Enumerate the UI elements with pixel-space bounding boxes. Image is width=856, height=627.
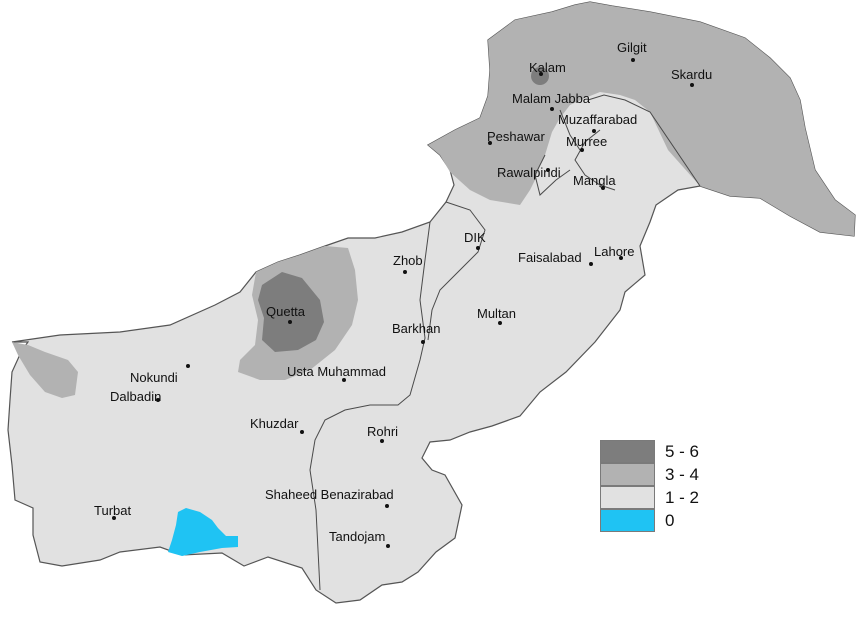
province-borders xyxy=(309,94,701,591)
city-label-nokundi: Nokundi xyxy=(130,370,178,385)
city-label-rawalpindi: Rawalpindi xyxy=(497,165,561,180)
city-marker-lahore xyxy=(619,256,623,260)
city-label-mangla: Mangla xyxy=(573,173,616,188)
city-marker-muzaffarabad xyxy=(592,129,596,133)
legend-label-0: 0 xyxy=(665,510,675,530)
city-label-barkhan: Barkhan xyxy=(392,321,440,336)
city-marker-tandojam xyxy=(386,544,390,548)
legend-row-1-2: 1 - 2 xyxy=(600,486,699,509)
city-label-skardu: Skardu xyxy=(671,67,712,82)
city-marker-rawalpindi xyxy=(546,168,550,172)
region-class-5-6-kalam xyxy=(531,67,549,85)
city-label-turbat: Turbat xyxy=(94,503,131,518)
city-marker-usta-muhammad xyxy=(342,378,346,382)
city-marker-mangla xyxy=(601,186,605,190)
city-label-dik: DIK xyxy=(464,230,486,245)
city-marker-kalam xyxy=(539,72,543,76)
city-label-peshawar: Peshawar xyxy=(487,129,545,144)
city-marker-murree xyxy=(580,148,584,152)
region-class-0 xyxy=(168,508,238,556)
city-label-lahore: Lahore xyxy=(594,244,634,259)
city-label-khuzdar: Khuzdar xyxy=(250,416,299,431)
legend-row-5-6: 5 - 6 xyxy=(600,440,699,463)
city-label-tandojam: Tandojam xyxy=(329,529,385,544)
legend-label-1-2: 1 - 2 xyxy=(665,487,700,507)
city-marker-khuzdar xyxy=(300,430,304,434)
city-marker-faisalabad xyxy=(589,262,593,266)
region-class-3-4-west xyxy=(12,342,78,398)
city-marker-peshawar xyxy=(488,141,492,145)
city-marker-rohri xyxy=(380,439,384,443)
city-marker-skardu xyxy=(690,83,694,87)
legend-label-3-4: 3 - 4 xyxy=(665,464,700,484)
legend-row-3-4: 3 - 4 xyxy=(600,463,699,486)
city-marker-malam-jabba xyxy=(550,107,554,111)
city-marker-zhob xyxy=(403,270,407,274)
region-class-3-4-north xyxy=(428,2,855,236)
city-label-usta-muhammad: Usta Muhammad xyxy=(287,364,386,379)
city-label-rohri: Rohri xyxy=(367,424,398,439)
city-label-shaheed-benazirabad: Shaheed Benazirabad xyxy=(265,487,394,502)
city-marker-turbat xyxy=(112,516,116,520)
city-marker-dalbadin xyxy=(156,398,160,402)
city-marker-gilgit xyxy=(631,58,635,62)
legend-label-5-6: 5 - 6 xyxy=(665,441,700,461)
city-label-murree: Murree xyxy=(566,134,607,149)
map-legend: 5 - 6 3 - 4 1 - 2 0 xyxy=(600,440,699,532)
city-marker-nokundi xyxy=(186,364,190,368)
city-marker-shaheed-benazirabad xyxy=(385,504,389,508)
legend-swatch-0 xyxy=(600,509,655,532)
city-marker-barkhan xyxy=(421,340,425,344)
legend-swatch-1-2 xyxy=(600,486,655,509)
legend-row-0: 0 xyxy=(600,509,699,532)
city-marker-multan xyxy=(498,321,502,325)
city-label-muzaffarabad: Muzaffarabad xyxy=(558,112,637,127)
city-label-multan: Multan xyxy=(477,306,516,321)
city-label-gilgit: Gilgit xyxy=(617,40,647,55)
legend-swatch-5-6 xyxy=(600,440,655,463)
city-label-zhob: Zhob xyxy=(393,253,423,268)
city-label-dalbadin: Dalbadin xyxy=(110,389,161,404)
city-marker-quetta xyxy=(288,320,292,324)
city-label-faisalabad: Faisalabad xyxy=(518,250,582,265)
city-label-malam-jabba: Malam Jabba xyxy=(512,91,591,106)
city-label-quetta: Quetta xyxy=(266,304,306,319)
legend-swatch-3-4 xyxy=(600,463,655,486)
city-label-kalam: Kalam xyxy=(529,60,566,75)
city-marker-dik xyxy=(476,246,480,250)
region-class-5-6-quetta xyxy=(258,272,324,352)
